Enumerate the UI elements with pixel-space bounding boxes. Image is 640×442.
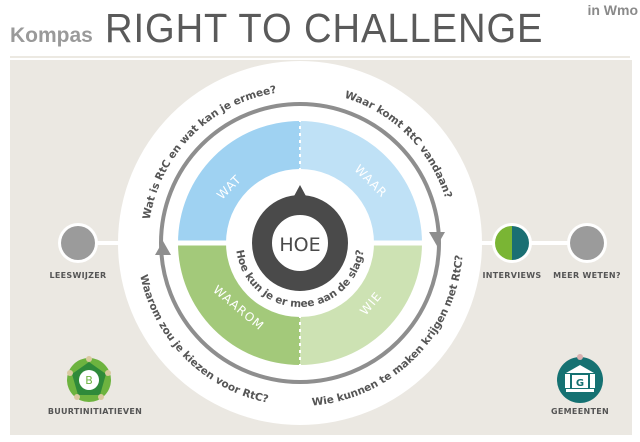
- building-body: [572, 375, 588, 388]
- leeswijzer-label: LEESWIJZER: [50, 271, 107, 280]
- gemeenten-label: GEMEENTEN: [551, 407, 609, 416]
- arrow-up-icon: [155, 241, 171, 255]
- header: Kompas RIGHT TO CHALLENGE in Wmo: [10, 2, 638, 54]
- badge-center: [79, 370, 99, 390]
- compass-needle-icon: [293, 185, 307, 198]
- building-column: [590, 374, 595, 388]
- hoe-label: HOE: [279, 234, 320, 256]
- interviews-icon-left: [495, 226, 512, 260]
- gemeenten-button[interactable]: G GEMEENTEN: [551, 354, 609, 416]
- meer-weten-button[interactable]: MEER WETEN?: [553, 223, 621, 280]
- building-base: [566, 389, 594, 392]
- interviews-button[interactable]: INTERVIEWS: [483, 223, 542, 280]
- building-roof-icon: [566, 365, 594, 373]
- arrow-down-icon: [429, 232, 445, 246]
- meer-weten-label: MEER WETEN?: [553, 271, 621, 280]
- header-suffix: in Wmo: [587, 2, 638, 18]
- network-dots: [67, 356, 111, 400]
- hoe-ring[interactable]: [252, 195, 348, 291]
- meer-weten-icon: [570, 226, 604, 260]
- leeswijzer-button[interactable]: LEESWIJZER: [50, 223, 107, 280]
- gemeenten-letter: G: [576, 378, 584, 389]
- cycle-ring: [159, 102, 441, 384]
- buurtinitiatieven-button[interactable]: B BUURTINITIATIEVEN: [48, 356, 142, 416]
- interviews-icon-right: [512, 226, 529, 260]
- interviews-label: INTERVIEWS: [483, 271, 542, 280]
- buurtinitiatieven-letter: B: [85, 374, 93, 387]
- leeswijzer-icon: [61, 226, 95, 260]
- header-prefix: Kompas: [10, 24, 93, 47]
- inner-circle: [226, 169, 374, 317]
- page-title: RIGHT TO CHALLENGE: [104, 5, 544, 51]
- building-column: [565, 374, 570, 388]
- buurtinitiatieven-label: BUURTINITIATIEVEN: [48, 407, 142, 416]
- badge-dot: [577, 354, 583, 360]
